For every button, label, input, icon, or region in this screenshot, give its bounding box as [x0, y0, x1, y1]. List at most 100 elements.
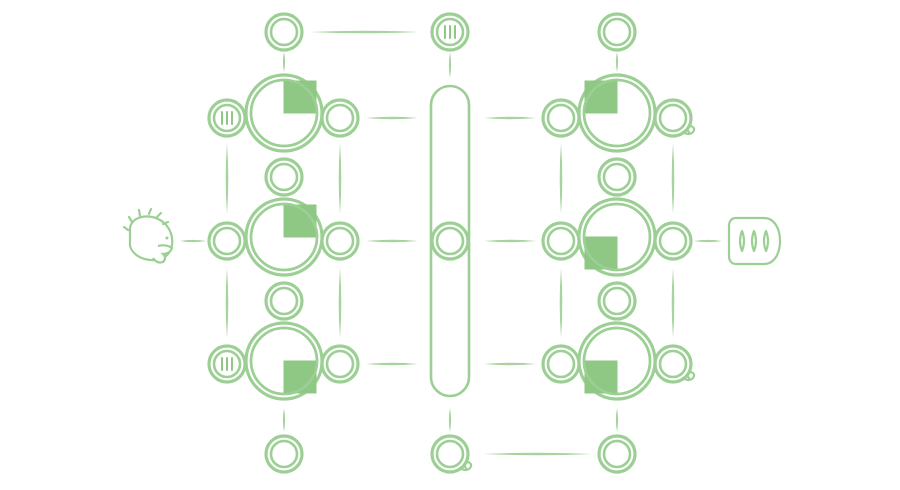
node-outer-ring: [264, 281, 304, 321]
node-outer-ring: [541, 221, 581, 261]
node-center: [602, 162, 632, 192]
node-center: [269, 286, 299, 316]
connector-icon-right: [694, 239, 722, 243]
node-center: [658, 226, 688, 256]
node-right-top-west[interactable]: [541, 98, 581, 138]
node-center: [435, 226, 465, 256]
tally-lines-icon: [221, 111, 233, 125]
dial-quadrant-top-right: [283, 80, 317, 114]
node-outer-ring: [653, 98, 693, 138]
node-right-bot-west[interactable]: [541, 344, 581, 384]
dial-rim: [249, 326, 319, 396]
dial-rim: [249, 202, 319, 272]
node-center: [325, 103, 355, 133]
connector-stub-3: [282, 408, 286, 432]
seed-pod-icon: [727, 216, 782, 266]
node-bottom-center[interactable]: [430, 434, 473, 474]
node-right-gap-1[interactable]: [597, 157, 637, 197]
connector-right-0: [484, 116, 536, 120]
dial-left-bot[interactable]: [244, 321, 324, 401]
node-left-gap-1[interactable]: [264, 157, 304, 197]
node-center: [325, 226, 355, 256]
node-center: [269, 162, 299, 192]
node-center: [602, 17, 632, 47]
node-outer-ring: [653, 344, 693, 384]
node-left-mid-east[interactable]: [320, 221, 360, 261]
node-center: [269, 439, 299, 469]
dial-rim: [582, 78, 652, 148]
tally-lines-icon: [444, 25, 456, 39]
node-center: [546, 103, 576, 133]
node-left-top-west[interactable]: [207, 98, 247, 138]
connector-vertical-4: [559, 143, 563, 214]
node-outer-ring: [264, 157, 304, 197]
node-center-tube[interactable]: [430, 221, 470, 261]
dial-left-top[interactable]: [244, 73, 324, 153]
node-right-top-east[interactable]: [653, 98, 696, 138]
node-outer-ring: [597, 281, 637, 321]
connector-left-1: [366, 239, 418, 243]
node-right-bot-east[interactable]: [653, 344, 696, 384]
node-outer-ring: [207, 98, 247, 138]
hedgehog-icon: [122, 207, 174, 264]
node-top-right[interactable]: [597, 12, 637, 52]
node-left-bot-west[interactable]: [207, 344, 247, 384]
node-outer-ring: [597, 434, 637, 474]
node-left-mid-west[interactable]: [207, 221, 247, 261]
node-top-left[interactable]: [264, 12, 304, 52]
dial-left-mid[interactable]: [244, 197, 324, 277]
node-center: [435, 439, 465, 469]
node-outer-ring: [320, 98, 360, 138]
node-outer-ring: [320, 344, 360, 384]
node-outer-ring: [430, 12, 470, 52]
node-outer-ring: [597, 157, 637, 197]
dial-quadrant-bottom-right: [283, 360, 317, 394]
dial-quadrant-bottom-left: [584, 236, 618, 270]
node-outer-ring: [597, 12, 637, 52]
connector-vertical-7: [671, 268, 675, 338]
node-center: [546, 349, 576, 379]
connector-stub-2: [615, 52, 619, 72]
node-outer-ring: [264, 12, 304, 52]
curl-tail-icon: [681, 370, 696, 382]
connector-stub-4: [448, 408, 452, 432]
node-outer-ring: [207, 344, 247, 384]
dial-right-mid[interactable]: [577, 197, 657, 277]
node-left-top-east[interactable]: [320, 98, 360, 138]
node-right-gap-2[interactable]: [597, 281, 637, 321]
node-left-bot-east[interactable]: [320, 344, 360, 384]
dial-quadrant-bottom-left: [584, 360, 618, 394]
node-center: [212, 226, 242, 256]
node-outer-ring: [320, 221, 360, 261]
node-center: [602, 286, 632, 316]
node-left-gap-2[interactable]: [264, 281, 304, 321]
dial-rim: [582, 326, 652, 396]
node-right-mid-west[interactable]: [541, 221, 581, 261]
node-center: [658, 349, 688, 379]
connector-vertical-5: [671, 143, 675, 214]
node-bottom-left[interactable]: [264, 434, 304, 474]
connector-vertical-2: [225, 268, 229, 338]
dial-right-bot[interactable]: [577, 321, 657, 401]
connector-left-2: [366, 362, 418, 366]
node-outer-ring: [541, 344, 581, 384]
dial-quadrant-top-right: [283, 204, 317, 238]
connector-vertical-6: [559, 268, 563, 338]
node-top-center[interactable]: [430, 12, 470, 52]
node-bottom-right[interactable]: [597, 434, 637, 474]
dial-rim: [249, 78, 319, 148]
node-outer-ring: [207, 221, 247, 261]
node-center: [546, 226, 576, 256]
connector-stub-0: [282, 52, 286, 72]
node-outer-ring: [264, 434, 304, 474]
node-outer-ring: [653, 221, 693, 261]
dial-right-top[interactable]: [577, 73, 657, 153]
connector-right-2: [484, 362, 536, 366]
connector-right-1: [484, 239, 536, 243]
connector-stub-1: [448, 52, 452, 78]
connector-icon-left: [180, 239, 206, 243]
node-right-mid-east[interactable]: [653, 221, 693, 261]
node-outer-ring: [541, 98, 581, 138]
